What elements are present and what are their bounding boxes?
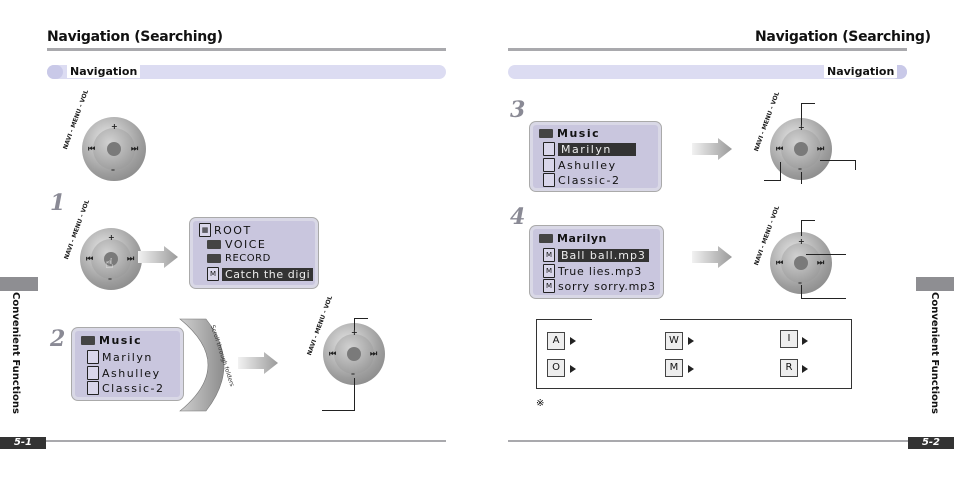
left-side-label: Convenient Functions — [10, 292, 21, 414]
step-2-control-knob-icon: + – ⏮ ⏭ — [323, 323, 385, 385]
file-icon — [87, 366, 99, 380]
legend-title-gap — [592, 316, 660, 322]
right-page-title: Navigation (Searching) — [755, 29, 931, 45]
step-1-hand-pointer-icon: ☝ — [105, 256, 114, 272]
right-side-label: Convenient Functions — [929, 292, 940, 414]
step-1-row-root: ▦ROOT — [199, 223, 252, 237]
step-3-row-classic: Classic-2 — [543, 173, 621, 187]
step-2-row-ashulley: Ashulley — [87, 366, 161, 380]
file-icon — [87, 381, 99, 395]
left-page-title: Navigation (Searching) — [47, 29, 223, 45]
step-4-arrow-icon — [692, 246, 732, 268]
music-file-icon: M — [207, 267, 219, 281]
legend-icon-i: I — [780, 330, 798, 348]
legend-arrow-icon — [570, 365, 576, 373]
step-3-lcd-screen: Music Marilyn Ashulley Classic-2 — [530, 122, 661, 191]
step-3-row-marilyn: Marilyn — [543, 142, 636, 156]
step-2-callout-top — [354, 318, 355, 330]
step-4-callout-top-h — [801, 220, 815, 221]
step-1-row-record: RECORD — [207, 253, 271, 264]
legend-arrow-icon — [802, 337, 808, 345]
step-4-callout-right — [806, 254, 846, 255]
step-2-lcd-screen: Music Marilyn Ashulley Classic-2 — [72, 328, 183, 400]
legend-arrow-icon — [688, 365, 694, 373]
file-icon — [543, 158, 555, 172]
step-3-callout-left — [780, 162, 781, 180]
right-section-bar — [508, 65, 907, 79]
file-icon — [87, 350, 99, 364]
folder-icon — [539, 129, 553, 138]
step-3-callout-top — [801, 103, 802, 125]
step-4-number: 4 — [510, 204, 526, 230]
step-2-scroll-curve-icon — [179, 318, 225, 412]
legend-icon-o: O — [547, 359, 565, 377]
step-3-control-knob-icon: + – ⏮ ⏭ — [770, 118, 832, 180]
note-mark-icon: ※ — [536, 398, 545, 409]
step-4-callout-bottom-h — [801, 298, 846, 299]
right-side-tab — [916, 277, 954, 291]
right-page-number: 5-2 — [908, 437, 954, 449]
step-1-number: 1 — [50, 190, 66, 216]
step-2-row-classic: Classic-2 — [87, 381, 165, 395]
step-2-callout-top-h — [354, 318, 368, 319]
step-3-row-ashulley: Ashulley — [543, 158, 617, 172]
legend-arrow-icon — [570, 337, 576, 345]
left-footer-rule — [46, 440, 446, 442]
step-4-row-marilyn: Marilyn — [539, 232, 607, 245]
music-file-icon: M — [543, 248, 555, 262]
step-3-number: 3 — [510, 97, 526, 123]
legend-icon-m: M — [665, 359, 683, 377]
folder-icon — [539, 234, 553, 243]
left-section-cap — [47, 65, 63, 79]
step-2-callout-bottom — [354, 378, 355, 410]
left-section-bar — [47, 65, 446, 79]
right-footer-rule — [508, 440, 908, 442]
legend-icon-a: A — [547, 332, 565, 350]
file-icon — [543, 173, 555, 187]
step-1-arrow-icon — [138, 246, 178, 268]
step-2-number: 2 — [50, 326, 66, 352]
step-3-callout-right — [820, 160, 856, 161]
legend-arrow-icon — [802, 365, 808, 373]
step-2-arrow-icon — [238, 352, 278, 374]
folder-icon — [207, 254, 221, 263]
legend-arrow-icon — [688, 337, 694, 345]
step-2-row-marilyn: Marilyn — [87, 350, 153, 364]
left-side-tab — [0, 277, 38, 291]
music-file-icon: M — [543, 279, 555, 293]
left-title-rule — [47, 48, 446, 51]
legend-icon-r: R — [780, 359, 798, 377]
step-4-control-knob-icon: + – ⏮ ⏭ — [770, 232, 832, 294]
step-3-callout-bottom — [801, 172, 802, 184]
step-4-callout-top — [801, 220, 802, 236]
right-section-label: Navigation — [824, 65, 898, 78]
right-title-rule — [508, 48, 907, 51]
step-4-callout-bottom — [801, 285, 802, 298]
step-3-callout-left-h — [764, 180, 781, 181]
step-3-row-music: Music — [539, 127, 600, 140]
step-3-callout-right-v — [855, 160, 856, 170]
legend-icon-w: W — [665, 332, 683, 350]
file-type-legend — [536, 319, 852, 389]
intro-control-knob-icon: + – ⏮ ⏭ — [82, 117, 146, 181]
step-2-row-music: Music — [81, 334, 142, 347]
left-section-label: Navigation — [67, 65, 141, 78]
folder-icon — [81, 336, 95, 345]
music-file-icon: M — [543, 264, 555, 278]
folder-icon — [207, 240, 221, 249]
drive-icon: ▦ — [199, 223, 211, 237]
step-2-callout-bottom-h — [322, 410, 355, 411]
left-page-number: 5-1 — [0, 437, 46, 449]
step-3-callout-top-h — [801, 103, 815, 104]
file-icon — [543, 142, 555, 156]
step-1-control-knob-icon: + – ⏮ ⏭ ☝ — [80, 228, 142, 290]
step-1-row-voice: VOICE — [207, 238, 266, 251]
step-3-arrow-icon — [692, 138, 732, 160]
